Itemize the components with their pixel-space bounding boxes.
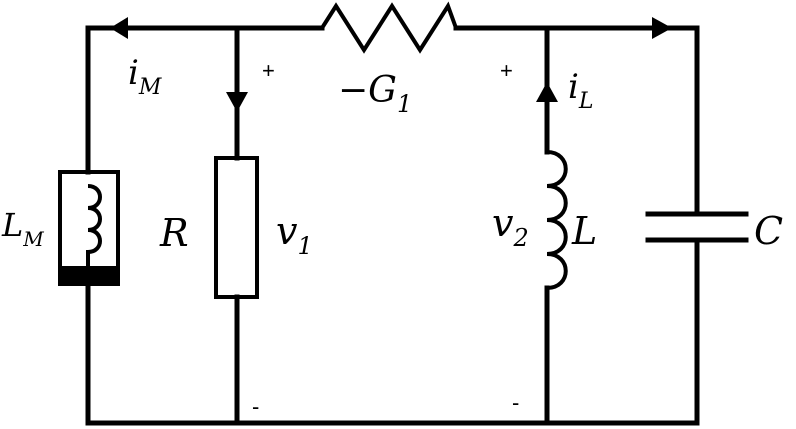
current-im-label: iM bbox=[128, 53, 162, 100]
v1-minus-sign: - bbox=[252, 394, 259, 419]
memristor-lm-symbol bbox=[58, 170, 120, 286]
neg-conductance-prefix: − bbox=[338, 70, 368, 111]
current-il-label: iL bbox=[568, 67, 593, 114]
voltage-v2-subscript: 2 bbox=[512, 224, 528, 252]
voltage-v2-symbol: v bbox=[492, 201, 514, 245]
memristor-coil bbox=[86, 184, 102, 266]
voltage-v2-label: v2 bbox=[492, 201, 529, 252]
current-il-symbol: i bbox=[568, 67, 579, 107]
bottom-wire bbox=[85, 237, 700, 426]
inductor-l-label: L bbox=[571, 209, 597, 253]
voltage-v1-symbol: v bbox=[276, 209, 298, 253]
capacitor-c-symbol bbox=[645, 211, 749, 243]
neg-conductance-label: −G1 bbox=[338, 70, 412, 118]
v1-plus-sign: + bbox=[262, 58, 275, 83]
neg-conductance-subscript: 1 bbox=[397, 90, 412, 118]
voltage-v1-subscript: 1 bbox=[297, 232, 312, 260]
neg-conductance-symbol: G bbox=[368, 70, 397, 111]
memristor-polarity-bar bbox=[58, 266, 120, 284]
capacitor-c-label: C bbox=[754, 209, 783, 253]
arrow-up-icon bbox=[536, 82, 558, 102]
arrow-left-icon bbox=[110, 17, 128, 39]
voltage-v1-label: v1 bbox=[276, 209, 313, 260]
v2-plus-sign: + bbox=[500, 58, 513, 83]
memristor-subscript: M bbox=[22, 227, 44, 251]
memristor-label: LM bbox=[1, 206, 44, 251]
negative-conductance-zigzag bbox=[320, 1, 458, 54]
resistor-r-label: R bbox=[159, 211, 189, 255]
memristor-symbol: L bbox=[1, 206, 23, 244]
inductor-l-coil bbox=[546, 150, 568, 290]
current-im-subscript: M bbox=[138, 75, 162, 100]
resistor-r-body bbox=[214, 156, 259, 299]
v2-minus-sign: - bbox=[512, 390, 519, 415]
arrow-down-icon bbox=[226, 92, 248, 112]
top-right-wire bbox=[453, 25, 700, 217]
current-im-symbol: i bbox=[128, 53, 139, 93]
top-left-wire bbox=[85, 25, 325, 175]
arrow-right-icon bbox=[652, 17, 672, 39]
current-il-subscript: L bbox=[578, 89, 594, 114]
